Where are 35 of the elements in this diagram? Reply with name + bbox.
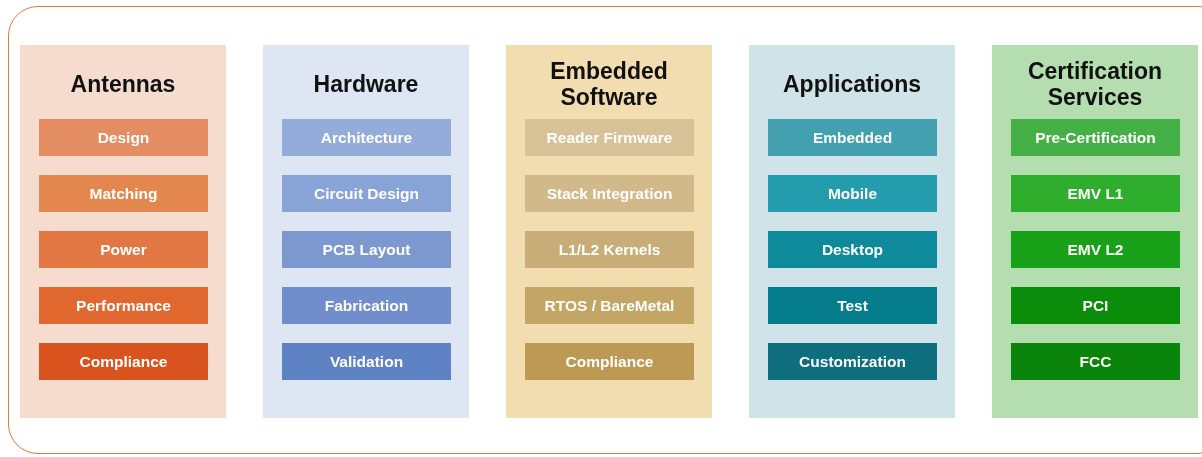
column-panel xyxy=(506,45,712,418)
category-item: RTOS / BareMetal xyxy=(525,287,694,324)
category-item: Test xyxy=(768,287,937,324)
category-item: PCB Layout xyxy=(282,231,451,268)
category-item: Desktop xyxy=(768,231,937,268)
category-item: Validation xyxy=(282,343,451,380)
category-item: Matching xyxy=(39,175,208,212)
category-item: EMV L2 xyxy=(1011,231,1180,268)
category-item: Circuit Design xyxy=(282,175,451,212)
category-item: PCI xyxy=(1011,287,1180,324)
category-item: Mobile xyxy=(768,175,937,212)
column-heading: Applications xyxy=(782,71,922,97)
category-item: Performance xyxy=(39,287,208,324)
column-panel xyxy=(992,45,1198,418)
column-panel xyxy=(20,45,226,418)
category-item: Compliance xyxy=(525,343,694,380)
category-item: Pre-Certification xyxy=(1011,119,1180,156)
category-item: L1/L2 Kernels xyxy=(525,231,694,268)
category-item: Architecture xyxy=(282,119,451,156)
column-heading: Hardware xyxy=(312,71,420,97)
column-panel xyxy=(263,45,469,418)
category-item: Stack Integration xyxy=(525,175,694,212)
category-item: Reader Firmware xyxy=(525,119,694,156)
category-item: Fabrication xyxy=(282,287,451,324)
column-panel xyxy=(749,45,955,418)
column-heading: Embedded Software xyxy=(549,58,669,110)
category-item: Compliance xyxy=(39,343,208,380)
category-item: Design xyxy=(39,119,208,156)
category-item: Customization xyxy=(768,343,937,380)
column-heading: Antennas xyxy=(69,71,177,97)
category-item: EMV L1 xyxy=(1011,175,1180,212)
category-item: Embedded xyxy=(768,119,937,156)
column-heading: Certification Services xyxy=(1026,58,1164,110)
category-item: FCC xyxy=(1011,343,1180,380)
category-item: Power xyxy=(39,231,208,268)
